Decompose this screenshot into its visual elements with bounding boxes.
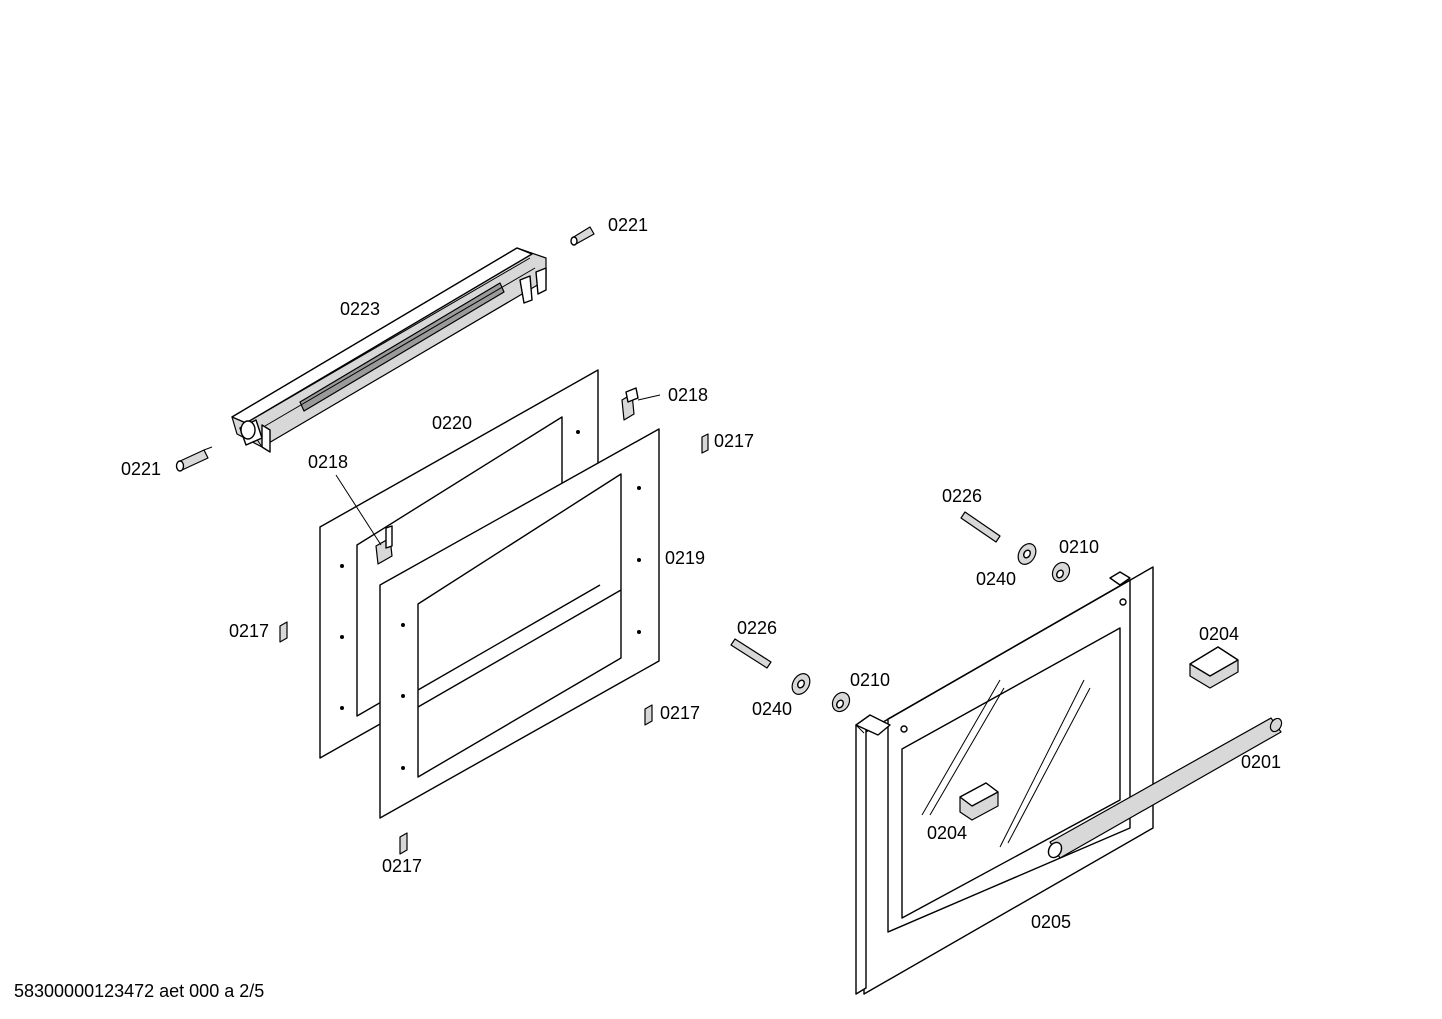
part-0201-handle-rod [1047, 717, 1283, 859]
label-0219: 0219 [665, 548, 705, 568]
leader-0218-top [637, 394, 661, 401]
part-0221-screw-top [570, 226, 595, 246]
part-0240-washer-mid [791, 673, 811, 695]
part-0217-block-mid [644, 704, 653, 726]
label-0217-left: 0217 [229, 621, 269, 641]
label-0220: 0220 [432, 413, 472, 433]
label-0201: 0201 [1241, 752, 1281, 772]
part-0217-block-bottom [399, 832, 408, 855]
part-0218-clip-top [621, 387, 639, 421]
label-0221-left: 0221 [121, 459, 161, 479]
part-0210-bushing-mid [831, 691, 851, 713]
label-0210-top: 0210 [1059, 537, 1099, 557]
part-0204-bracket-right [1189, 646, 1239, 689]
label-0205: 0205 [1031, 912, 1071, 932]
label-0218-left: 0218 [308, 452, 348, 472]
part-0223-hinge-bar [231, 247, 547, 453]
part-0218-clip-left [375, 525, 393, 565]
label-0223: 0223 [340, 299, 380, 319]
label-0210-mid: 0210 [850, 670, 890, 690]
label-0240-top: 0240 [976, 569, 1016, 589]
label-0217-tr: 0217 [714, 431, 754, 451]
label-0204-right: 0204 [1199, 624, 1239, 644]
label-0218-top: 0218 [668, 385, 708, 405]
label-0204-door: 0204 [927, 823, 967, 843]
part-0217-block-left [279, 621, 288, 643]
part-0205-outer-door [855, 566, 1154, 995]
part-0210-bushing-top [1051, 561, 1071, 583]
leader-0218-left [335, 474, 382, 546]
label-0226-top: 0226 [942, 486, 982, 506]
label-0217-bottom: 0217 [382, 856, 422, 876]
part-0240-washer-top [1017, 543, 1037, 565]
part-0219-middle-glass [379, 428, 660, 819]
part-0226-pin-top [960, 511, 1001, 543]
part-0226-pin-mid [730, 638, 772, 669]
label-0240-mid: 0240 [752, 699, 792, 719]
drawing-code: 58300000123472 aet 000 a 2/5 [14, 981, 264, 1001]
part-0204-bracket-door [959, 782, 999, 821]
part-0217-block-tr [701, 433, 709, 454]
label-0226-mid: 0226 [737, 618, 777, 638]
label-0221-top: 0221 [608, 215, 648, 235]
label-0217-mid: 0217 [660, 703, 700, 723]
part-0221-screw-left [175, 446, 213, 472]
